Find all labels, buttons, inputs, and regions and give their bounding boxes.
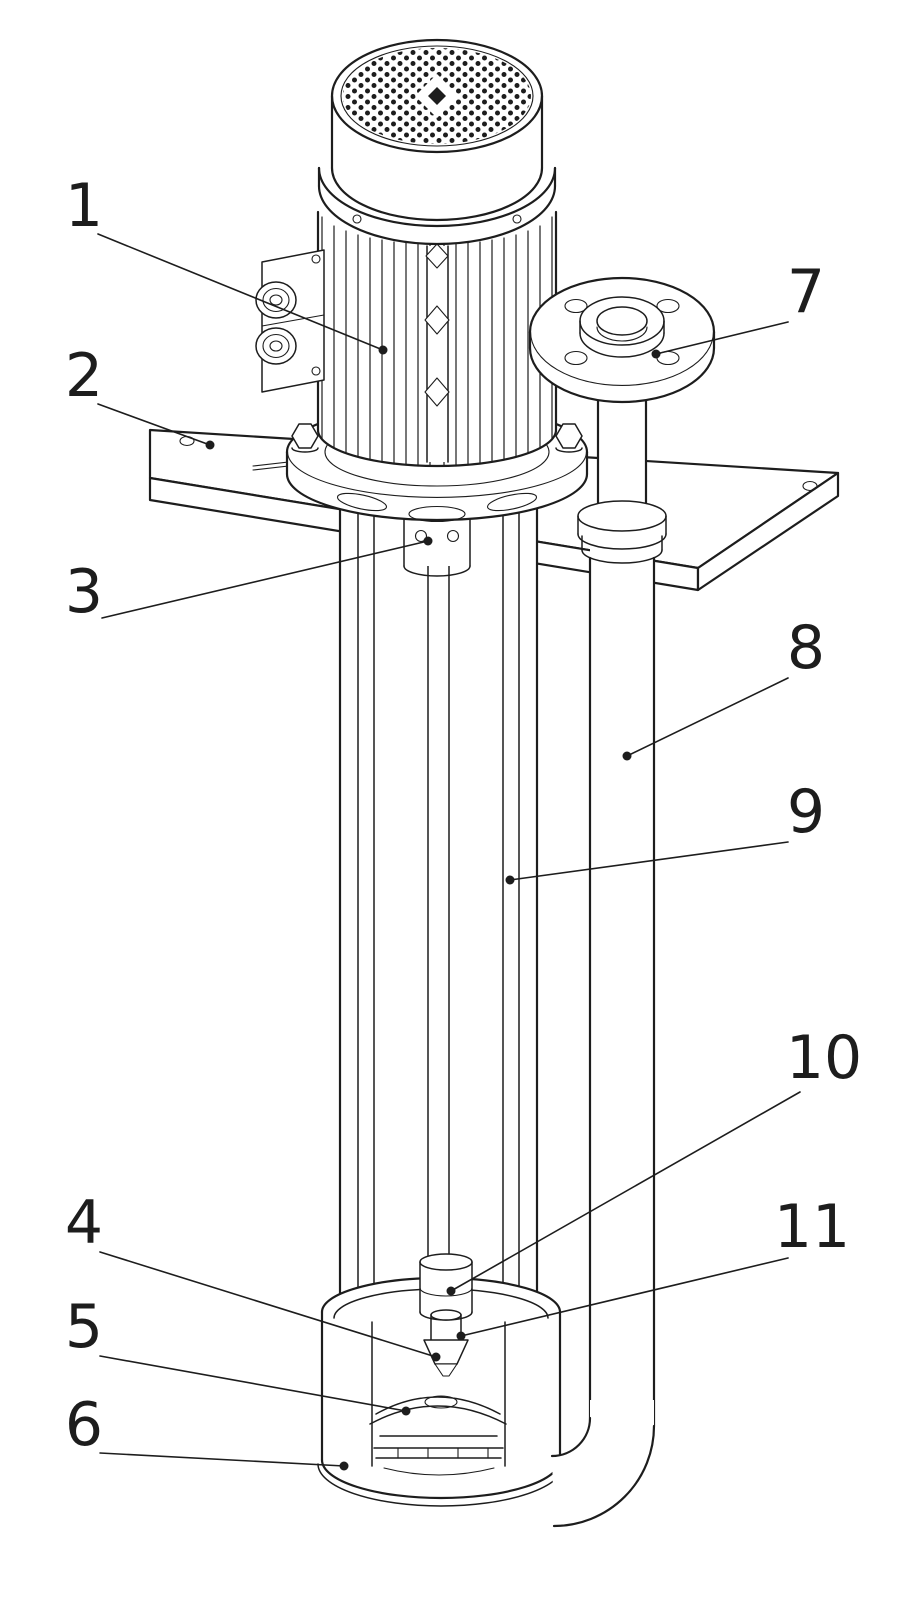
callout-8: 8 bbox=[622, 613, 825, 761]
callout-5: 5 bbox=[65, 1292, 411, 1416]
motor-tie-rod bbox=[424, 243, 452, 463]
discharge-line bbox=[528, 276, 716, 1528]
motor-fins bbox=[321, 216, 553, 467]
callout-10-label: 10 bbox=[786, 1023, 862, 1093]
coupling-bolt bbox=[446, 529, 460, 543]
callout-6-leader bbox=[99, 1452, 345, 1467]
callout-6: 6 bbox=[65, 1390, 349, 1471]
callout-1: 1 bbox=[65, 171, 388, 355]
callout-6-dot bbox=[339, 1461, 349, 1471]
electric-motor bbox=[255, 38, 558, 468]
callout-4-dot bbox=[431, 1352, 441, 1362]
callout-7-label: 7 bbox=[787, 257, 825, 327]
callout-2-label: 2 bbox=[65, 341, 103, 411]
fan-cowl-ring bbox=[317, 166, 557, 246]
impeller bbox=[373, 1435, 504, 1476]
callout-11: 11 bbox=[456, 1192, 850, 1341]
callout-4: 4 bbox=[65, 1188, 441, 1362]
callout-5-label: 5 bbox=[65, 1292, 103, 1362]
callout-9-dot bbox=[505, 875, 515, 885]
callout-8-leader bbox=[626, 677, 789, 757]
callout-9-leader bbox=[509, 841, 789, 881]
callout-9-label: 9 bbox=[787, 777, 825, 847]
cable-gland bbox=[255, 327, 297, 365]
callout-3-label: 3 bbox=[65, 557, 103, 627]
callout-6-label: 6 bbox=[65, 1390, 103, 1460]
column-pipe bbox=[338, 487, 539, 1312]
callout-10-leader bbox=[450, 1091, 801, 1292]
flange-bolt-hole bbox=[656, 298, 680, 314]
callout-1-leader bbox=[97, 233, 384, 351]
pipe-coupling bbox=[577, 500, 667, 564]
cowl-screw bbox=[512, 214, 522, 224]
plate-bolts bbox=[291, 423, 583, 453]
callout-4-label: 4 bbox=[65, 1188, 103, 1258]
terminal-box-screw bbox=[311, 366, 321, 376]
callout-3: 3 bbox=[65, 536, 433, 627]
callout-3-dot bbox=[423, 536, 433, 546]
bell-slot bbox=[486, 492, 538, 512]
drawing-root: 1 2 3 4 5 bbox=[65, 38, 862, 1528]
flange-bolt-hole bbox=[564, 298, 588, 314]
cowl-screw bbox=[352, 214, 362, 224]
callout-8-label: 8 bbox=[787, 613, 825, 683]
bell-slot bbox=[408, 505, 466, 523]
callout-7-dot bbox=[651, 349, 661, 359]
callout-2-dot bbox=[205, 440, 215, 450]
callout-11-dot bbox=[456, 1331, 466, 1341]
callout-5-dot bbox=[401, 1406, 411, 1416]
callout-11-leader bbox=[460, 1257, 789, 1337]
bell-slot bbox=[336, 492, 388, 512]
callout-10: 10 bbox=[446, 1023, 862, 1296]
callout-7: 7 bbox=[651, 257, 825, 359]
shaft-sleeve bbox=[419, 1253, 473, 1321]
callout-4-leader bbox=[99, 1251, 437, 1358]
callout-2-leader bbox=[97, 403, 211, 446]
discharge-flange bbox=[528, 276, 716, 404]
flange-bolt-hole bbox=[564, 350, 588, 366]
shaft-end-parts bbox=[419, 1253, 473, 1377]
fan-cover bbox=[330, 38, 544, 222]
callout-8-dot bbox=[622, 751, 632, 761]
plate-hole-right bbox=[802, 480, 818, 492]
callout-7-leader bbox=[655, 321, 789, 355]
grille-emblem-center bbox=[428, 87, 446, 105]
callout-5-leader bbox=[99, 1355, 407, 1412]
callout-11-label: 11 bbox=[774, 1192, 850, 1262]
callout-1-dot bbox=[378, 345, 388, 355]
terminal-box-screw bbox=[311, 254, 321, 264]
pump-shaft bbox=[427, 565, 450, 1266]
callout-2: 2 bbox=[65, 341, 215, 450]
callout-3-leader bbox=[101, 540, 429, 619]
cable-gland bbox=[255, 281, 297, 319]
callout-9: 9 bbox=[505, 777, 825, 885]
terminal-box bbox=[255, 249, 325, 393]
coupling-bolt bbox=[414, 529, 428, 543]
callout-1-label: 1 bbox=[65, 171, 103, 241]
callout-10-dot bbox=[446, 1286, 456, 1296]
pump-casing bbox=[317, 1276, 565, 1507]
callouts: 1 2 3 4 5 bbox=[65, 171, 862, 1471]
discharge-elbow bbox=[550, 1400, 656, 1528]
